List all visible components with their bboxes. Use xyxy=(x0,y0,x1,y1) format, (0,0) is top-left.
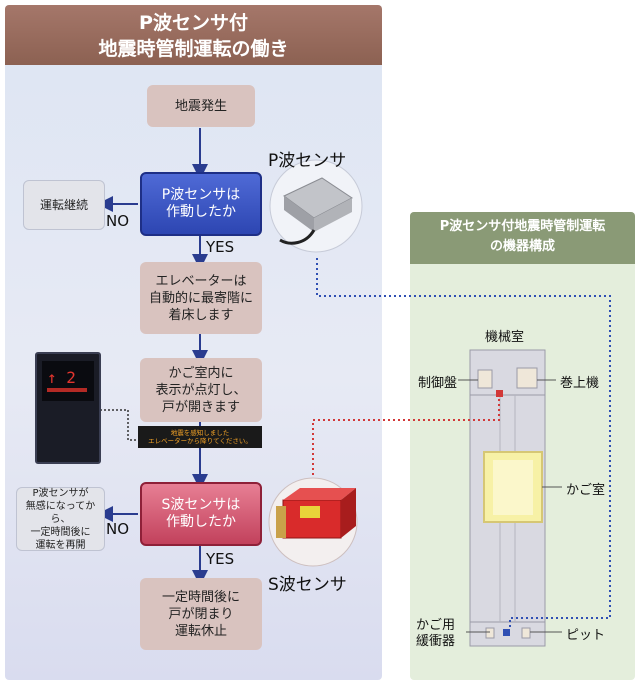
notice-line-1: 地震を感知しました xyxy=(170,429,230,437)
buffer-label: かご用 緩衝器 xyxy=(416,618,456,649)
evacuate-notice: 地震を感知しました エレベーターから降りてください。 xyxy=(138,426,262,448)
notice-line-2: エレベーターから降りてください。 xyxy=(148,437,252,445)
no-label-2: NO xyxy=(106,520,130,538)
equipment-panel xyxy=(410,212,635,680)
flowchart-title-line-2: 地震時管制運転の働き xyxy=(98,38,289,60)
equipment-title: P波センサ付地震時管制運転 の機器構成 xyxy=(410,212,635,264)
equipment-title-line-1: P波センサ付地震時管制運転 xyxy=(439,219,606,234)
yes-label-1: YES xyxy=(206,238,235,256)
resume-operation-box: P波センサが 無感になってから、 一定時間後に 運転を再開 xyxy=(16,487,105,551)
no-label-1: NO xyxy=(106,212,130,230)
pit-label: ピット xyxy=(566,628,606,643)
landing-box: エレベーターは 自動的に最寄階に 着床します xyxy=(140,262,262,334)
flowchart-title-line-1: P波センサ付 xyxy=(139,12,248,34)
continue-operation-box: 運転継続 xyxy=(23,180,105,230)
door-open-box: かご室内に 表示が点灯し、 戸が開きます xyxy=(140,358,262,422)
equipment-title-line-2: の機器構成 xyxy=(489,239,555,254)
p-sensor-question: P波センサは 作動したか xyxy=(140,172,262,236)
controller-label: 制御盤 xyxy=(418,376,458,391)
earthquake-box: 地震発生 xyxy=(147,85,255,127)
s-sensor-question: S波センサは 作動したか xyxy=(140,482,262,546)
car-display-panel: ↑ 2 xyxy=(35,352,101,464)
operation-stop-box: 一定時間後に 戸が閉まり 運転休止 xyxy=(140,578,262,650)
p-sensor-label: P波センサ xyxy=(268,151,347,171)
machine-room-label: 機械室 xyxy=(485,330,525,345)
hoist-label: 巻上機 xyxy=(560,376,600,391)
flowchart-title: P波センサ付 地震時管制運転の働き xyxy=(5,5,382,65)
s-sensor-label: S波センサ xyxy=(268,575,347,595)
yes-label-2: YES xyxy=(206,550,235,568)
car-label: かご室 xyxy=(566,483,606,498)
floor-indicator: ↑ 2 xyxy=(47,368,76,387)
